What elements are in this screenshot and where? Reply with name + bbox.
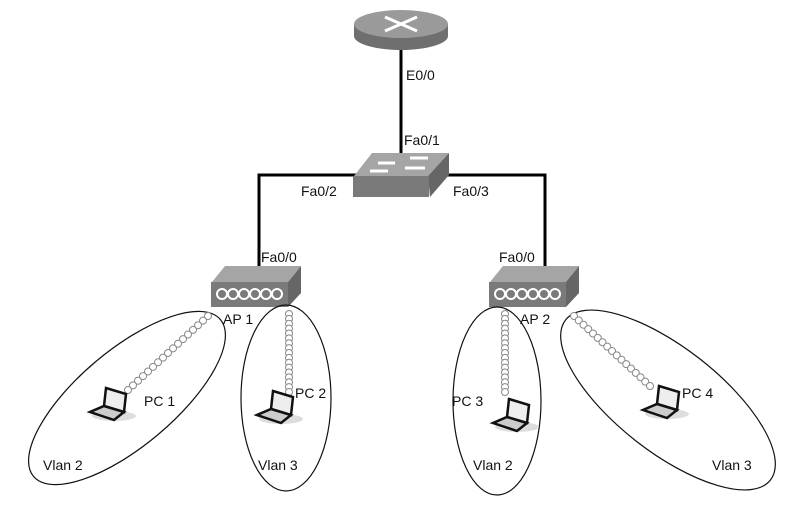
pc3-label: PC 3 <box>452 393 483 409</box>
pc3-vlan-label: Vlan 2 <box>473 457 513 473</box>
link-switch-ap2 <box>446 173 547 268</box>
wireless-signal-link-1 <box>129 381 137 390</box>
wireless-signal-link-1 <box>184 330 192 339</box>
pc1-label: PC 1 <box>144 393 175 409</box>
wireless-signal-link-1 <box>149 362 157 371</box>
pc4-vlan-label: Vlan 3 <box>712 457 752 473</box>
link-switch-ap1 <box>257 173 356 268</box>
switch-icon[interactable] <box>353 153 449 197</box>
wireless-signal-link-1 <box>139 372 147 381</box>
ap1-label: AP 1 <box>223 311 253 327</box>
wireless-signal-link-1 <box>159 353 167 362</box>
pc1-vlan-label: Vlan 2 <box>43 457 83 473</box>
wireless-signal-link-4 <box>646 382 654 390</box>
wireless-signal-link-1 <box>194 321 202 330</box>
vlan-ellipse-pc2 <box>240 304 332 492</box>
pc2-vlan-label: Vlan 3 <box>258 457 298 473</box>
ap1-port-label: Fa0/0 <box>261 249 297 265</box>
wireless-signal-link-1 <box>124 386 132 394</box>
wireless-signal-link-1 <box>204 312 212 320</box>
wireless-signal-link-1 <box>164 349 172 357</box>
access-point-2[interactable] <box>489 266 579 307</box>
pc2-label: PC 2 <box>295 385 326 401</box>
router-icon[interactable] <box>354 10 448 50</box>
wireless-signal-link-1 <box>179 335 187 344</box>
wireless-links <box>124 310 654 396</box>
wireless-signal-link-1 <box>144 367 152 376</box>
pc4-label: PC 4 <box>682 385 713 401</box>
wireless-signal-link-1 <box>199 316 207 325</box>
wireless-signal-link-1 <box>174 339 182 348</box>
switch-right-port-label: Fa0/3 <box>453 183 489 199</box>
ap2-label: AP 2 <box>520 311 550 327</box>
vlan-ellipse-pc4 <box>560 309 776 491</box>
wireless-signal-link-1 <box>134 376 142 385</box>
wireless-signal-link-3 <box>501 388 509 396</box>
wireless-signal-link-1 <box>169 344 177 353</box>
pc3-laptop-icon[interactable] <box>491 397 541 434</box>
switch-left-port-label: Fa0/2 <box>301 183 337 199</box>
vlan-ellipse-pc3 <box>452 306 542 496</box>
router-port-label: E0/0 <box>406 67 435 83</box>
vlan-ellipse-pc1 <box>27 310 227 486</box>
wireless-signal-link-1 <box>189 325 197 334</box>
wired-links <box>257 48 547 268</box>
ap2-port-label: Fa0/0 <box>499 249 535 265</box>
wireless-signal-link-1 <box>154 358 162 367</box>
switch-uplink-port-label: Fa0/1 <box>404 132 440 148</box>
access-point-1[interactable] <box>211 266 301 307</box>
